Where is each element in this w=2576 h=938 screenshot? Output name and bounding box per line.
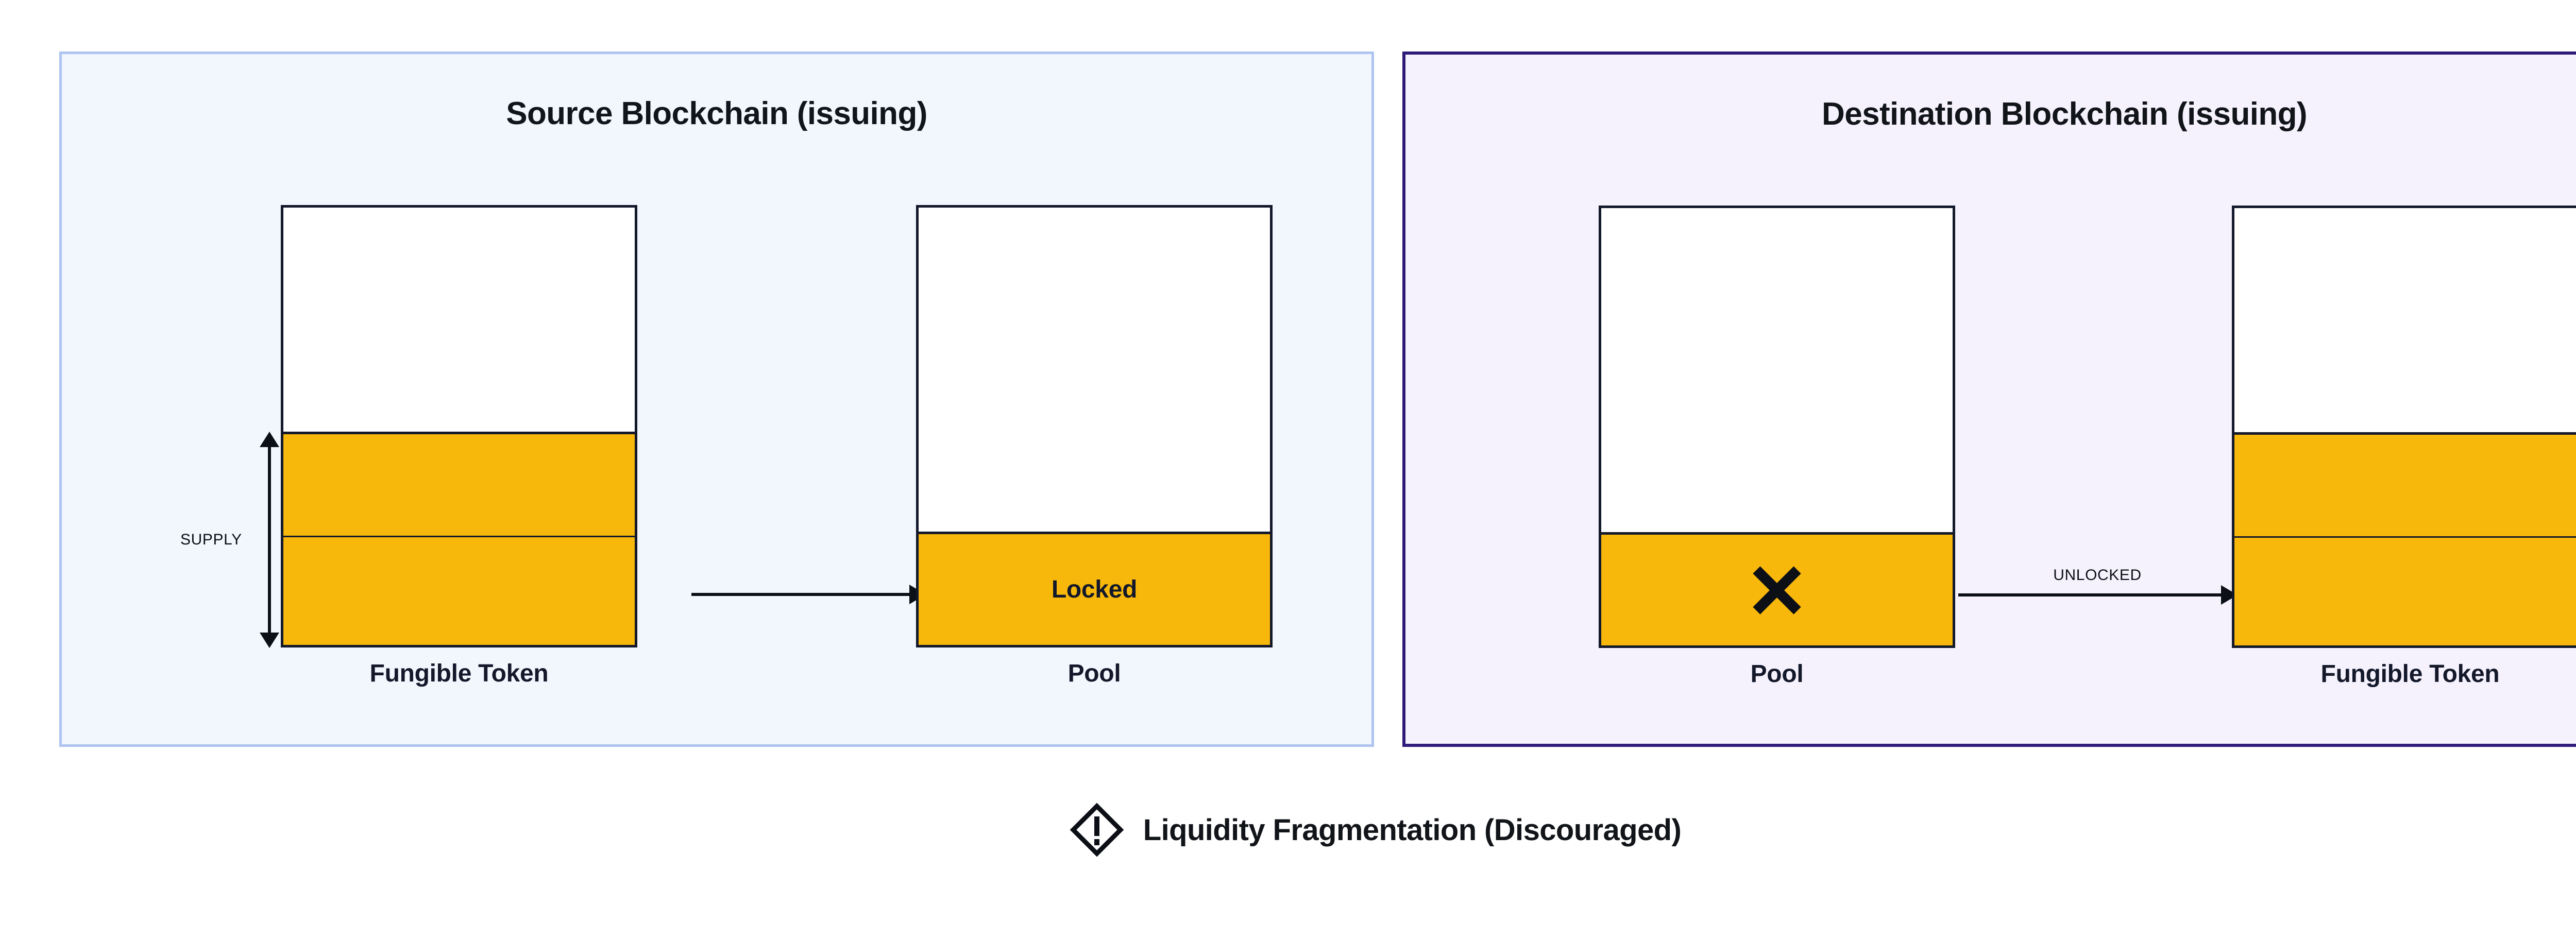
footer-note-text: Liquidity Fragmentation (Discouraged) <box>1143 813 1682 847</box>
flow-label-unlocked: UNLOCKED <box>2053 567 2142 584</box>
bar-segment-unavailable <box>1601 532 1953 645</box>
bar-caption-destination-fungible-token: Fungible Token <box>2320 660 2500 688</box>
bar-segment-supply-upper <box>283 432 635 537</box>
panel-destination-blockchain: Destination Blockchain (issuing) Pool UN… <box>1402 52 2576 747</box>
bar-caption-source-fungible-token: Fungible Token <box>369 660 549 687</box>
bar-source-fungible-token <box>281 205 637 647</box>
panel-source-title: Source Blockchain (issuing) <box>506 96 927 131</box>
double-arrow-vertical-icon <box>258 432 281 648</box>
flow-arrow-lock <box>691 585 926 604</box>
bar-source-pool: Locked <box>916 205 1273 647</box>
bar-destination-fungible-token <box>2232 206 2576 648</box>
bar-segment-locked: Locked <box>919 532 1270 645</box>
supply-label: SUPPLY <box>180 531 242 548</box>
panel-destination-title: Destination Blockchain (issuing) <box>1822 96 2308 132</box>
x-mark-icon <box>1755 568 1799 612</box>
bar-segment-supply-lower <box>283 537 635 645</box>
bar-segment-supply-lower <box>2234 538 2576 645</box>
bar-segment-supply-upper <box>2234 432 2576 538</box>
bar-caption-destination-pool: Pool <box>1750 660 1804 688</box>
panel-source-blockchain: Source Blockchain (issuing) SUPPLY Fungi… <box>59 52 1374 747</box>
bar-destination-pool <box>1599 206 1955 648</box>
flow-arrow-unlocked: UNLOCKED <box>1958 567 2238 605</box>
footer-note: Liquidity Fragmentation (Discouraged) <box>0 801 2576 859</box>
bar-caption-source-pool: Pool <box>1067 660 1121 687</box>
warning-diamond-icon <box>1068 801 1126 859</box>
bar-segment-locked-label: Locked <box>1051 576 1138 603</box>
supply-indicator-source: SUPPLY <box>180 432 281 648</box>
